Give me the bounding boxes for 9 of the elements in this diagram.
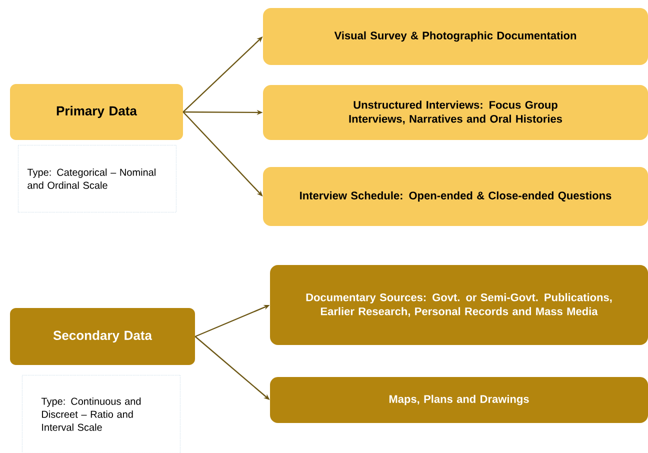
type-note: Type: Continuous and Discreet – Ratio and Interval Scale bbox=[22, 375, 180, 453]
method-box: Maps, Plans and Drawings bbox=[270, 377, 648, 423]
type-note: Type: Categorical – Nominal and Ordinal Scale bbox=[18, 145, 176, 212]
category-box: Primary Data bbox=[10, 84, 183, 140]
category-box: Secondary Data bbox=[10, 308, 195, 365]
method-box: Interview Schedule: Open-ended & Close-ended Questions bbox=[263, 167, 648, 226]
method-box: Unstructured Interviews: Focus Group Interviews, Narratives and Oral Histories bbox=[263, 85, 648, 140]
method-box: Visual Survey & Photographic Documentation bbox=[263, 8, 648, 65]
method-box: Documentary Sources: Govt. or Semi-Govt. Publications, Earlier Research, Personal Records and Mass Media bbox=[270, 265, 648, 345]
